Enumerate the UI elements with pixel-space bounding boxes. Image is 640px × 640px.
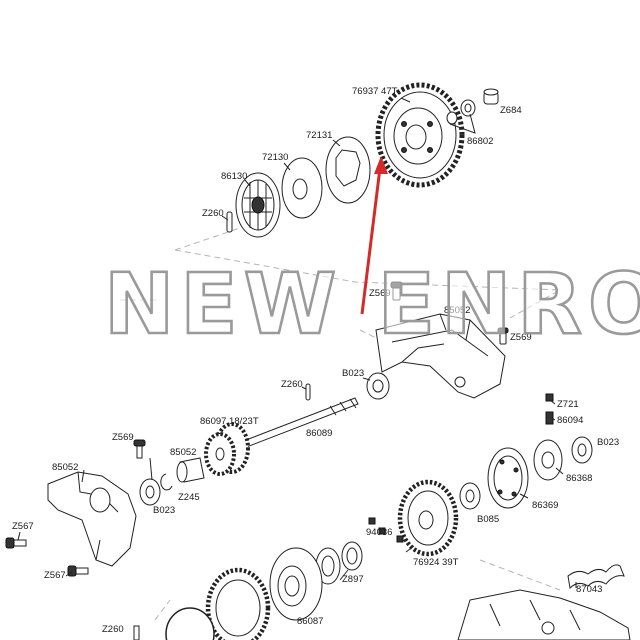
- label-86087: 86087: [297, 616, 323, 627]
- slipper-hub: [235, 172, 281, 238]
- gasket-strip: [567, 564, 625, 590]
- label-z245: Z245: [178, 492, 200, 503]
- diff-hub: [533, 439, 563, 481]
- screw: [545, 411, 554, 425]
- bearing: [366, 372, 390, 400]
- label-86089: 86089: [306, 428, 332, 439]
- label-72131: 72131: [306, 130, 332, 141]
- label-87043: 87043: [576, 584, 602, 595]
- gearbox-housing-left: [47, 471, 137, 567]
- label-86368: 86368: [566, 473, 592, 484]
- label-86094: 86094: [557, 415, 583, 426]
- label-z260-top: Z260: [202, 208, 224, 219]
- guide-line: [479, 559, 561, 591]
- screw: [497, 327, 509, 345]
- gear-spacer-set: [446, 99, 476, 134]
- pin: [226, 211, 233, 233]
- guide-line: [154, 599, 171, 621]
- screw: [67, 565, 89, 577]
- guide-line: [174, 249, 562, 319]
- idler-gear-18-23t: [204, 422, 250, 476]
- label-z569-right: Z569: [510, 332, 532, 343]
- e-clip: [160, 473, 173, 491]
- label-z721: Z721: [557, 399, 579, 410]
- lock-nut: [483, 88, 499, 105]
- spur-gear-39t: [397, 479, 459, 557]
- label-b085: B085: [477, 514, 499, 525]
- screw: [390, 281, 403, 301]
- washer: [315, 547, 341, 585]
- label-86802: 86802: [467, 136, 493, 147]
- label-86097-18-23t: 86097 18/23T: [200, 416, 259, 427]
- label-z567-bottom: Z567: [44, 570, 66, 581]
- spur-gear-bottom: [205, 567, 271, 640]
- label-z897: Z897: [342, 574, 364, 585]
- red-arrow: [360, 156, 388, 315]
- transmission-case: [457, 589, 631, 640]
- label-b023-left: B023: [153, 505, 175, 516]
- gearbox-housing: [375, 313, 506, 399]
- diff-plate: [487, 447, 529, 509]
- label-z684: Z684: [500, 105, 522, 116]
- label-z567-top: Z567: [12, 521, 34, 532]
- watermark-text: NEW ENRON: [104, 255, 640, 353]
- label-85052-top: 85052: [444, 305, 470, 316]
- bearing: [139, 478, 161, 506]
- spur-gear-47t: [375, 82, 465, 188]
- label-z260-mid: Z260: [281, 379, 303, 390]
- slipper-assembly: [269, 547, 323, 621]
- pin: [305, 383, 311, 401]
- pressure-plate: [281, 157, 323, 219]
- label-86130: 86130: [221, 171, 247, 182]
- label-76937-47t: 76937 47T: [352, 86, 398, 97]
- bearing: [459, 482, 481, 510]
- label-72130: 72130: [262, 152, 288, 163]
- label-z569-top: Z569: [369, 288, 391, 299]
- label-86369: 86369: [532, 500, 558, 511]
- label-z260-bottom: Z260: [102, 624, 124, 635]
- bearing: [571, 436, 593, 464]
- washer: [341, 541, 363, 571]
- label-b023-top: B023: [342, 368, 364, 379]
- screw: [5, 537, 27, 549]
- screw: [133, 439, 146, 459]
- guide-line: [174, 227, 241, 251]
- label-z569-left: Z569: [112, 432, 134, 443]
- spacer-bushing: [176, 457, 205, 483]
- label-b023-right: B023: [597, 437, 619, 448]
- label-85052-left: 85052: [52, 462, 78, 473]
- pin: [133, 625, 140, 640]
- label-94036: 94036: [366, 527, 392, 538]
- slipper-plate: [325, 136, 371, 204]
- set-screw: [545, 393, 554, 402]
- guide-line: [359, 329, 381, 341]
- label-76924-39t: 76924 39T: [413, 557, 459, 568]
- small-screw: [368, 517, 404, 543]
- label-85052-mid: 85052: [170, 447, 196, 458]
- gear-ring-partial: [165, 607, 215, 640]
